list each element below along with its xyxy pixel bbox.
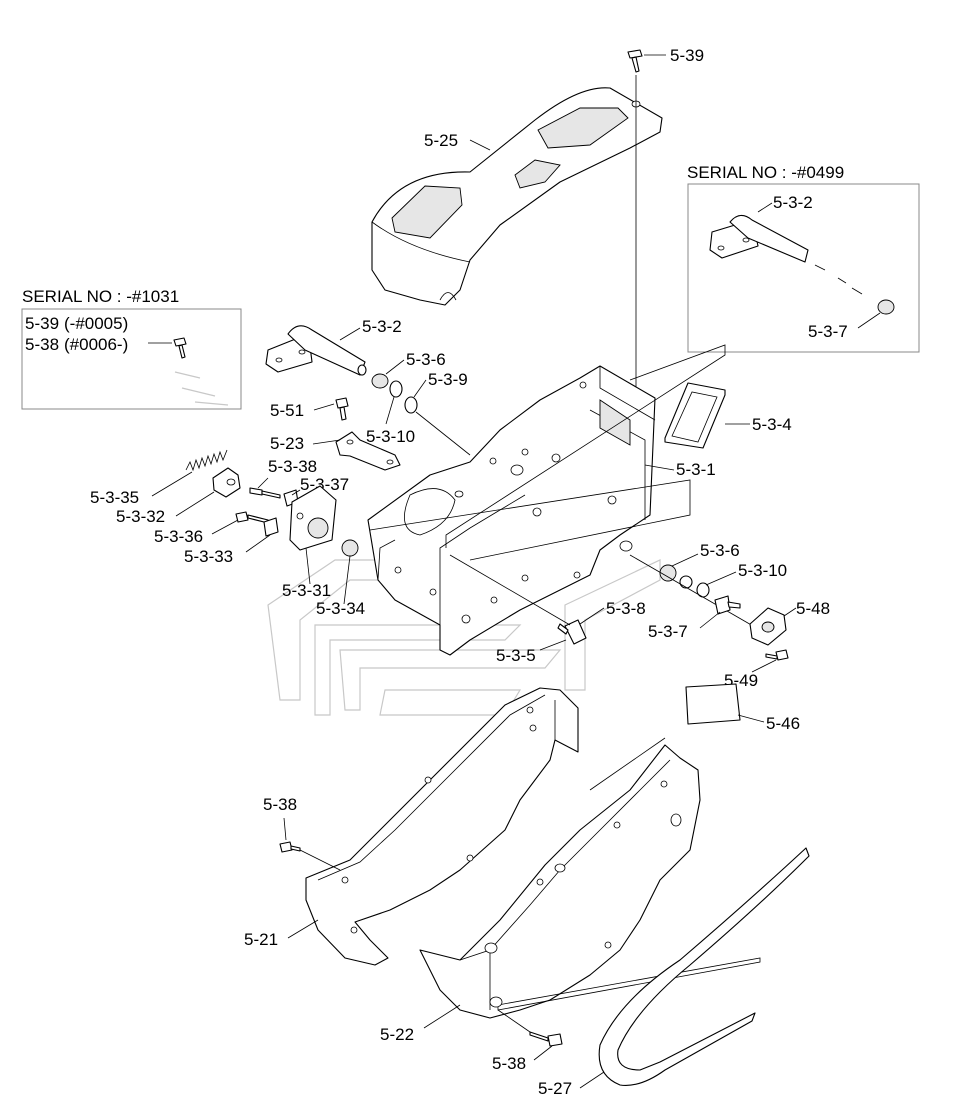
- part-label: 5-3-2: [362, 317, 402, 336]
- plate-5-23: [335, 431, 401, 471]
- side-cover-left: [305, 687, 579, 966]
- part-label: 5-38: [263, 795, 297, 814]
- pin-5-3-38: [249, 487, 281, 499]
- screw-5-38-bottom: [529, 1031, 563, 1047]
- part-label: 5-39: [670, 46, 704, 65]
- pin-bracket: [265, 325, 367, 376]
- part-label: (#0006-): [64, 335, 128, 354]
- bushing-bottom: [659, 564, 710, 598]
- latch-plate: [289, 485, 359, 557]
- pin-bracket-alt: [709, 214, 863, 295]
- part-label: 5-21: [244, 930, 278, 949]
- part-label: (-#0005): [64, 314, 128, 333]
- screw-5-38-left: [279, 841, 301, 853]
- part-label: 5-3-10: [366, 427, 415, 446]
- main-frame: [367, 365, 656, 656]
- part-label: 5-27: [538, 1079, 572, 1098]
- part-label: 5-3-34: [316, 599, 365, 618]
- bolt-5-3-7: [714, 595, 741, 615]
- trim-strip: [598, 847, 810, 1086]
- bolt-5-3-8: [557, 619, 587, 645]
- latch-body: [212, 467, 241, 498]
- part-label: 5-3-35: [90, 488, 139, 507]
- clip-5-3-33: [263, 517, 279, 537]
- part-label: 5-3-6: [406, 350, 446, 369]
- part-label: 5-3-7: [808, 322, 848, 341]
- bushing-alt: [877, 299, 895, 315]
- serial-box-right: SERIAL NO : -#0499 5-3-2 5-3-7: [687, 163, 920, 353]
- console-cover: [371, 87, 663, 306]
- screw-5-39: [627, 49, 666, 73]
- label-console-cover: 5-25: [424, 131, 458, 150]
- watermark-logo: [267, 559, 661, 716]
- part-label: 5-39: [25, 314, 59, 333]
- part-label: 5-3-7: [648, 622, 688, 641]
- serial-box-right-title: SERIAL NO : -#0499: [687, 163, 844, 182]
- part-label: 5-46: [766, 714, 800, 733]
- decal: [685, 683, 741, 725]
- plate-5-48: [749, 607, 787, 646]
- part-label: 5-3-8: [606, 599, 646, 618]
- part-label: 5-3-2: [773, 193, 813, 212]
- part-label: 5-3-6: [700, 541, 740, 560]
- part-label: 5-3-10: [738, 561, 787, 580]
- side-cover-right: [419, 744, 761, 1019]
- part-label: 5-3-37: [300, 475, 349, 494]
- part-label: 5-38: [25, 335, 59, 354]
- bolt-5-3-36: [235, 511, 269, 524]
- part-label: 5-3-31: [282, 581, 331, 600]
- part-label: 5-3-4: [752, 415, 792, 434]
- bushing-top: [371, 373, 418, 414]
- part-label: 5-3-1: [676, 460, 716, 479]
- grommet: [664, 382, 726, 449]
- part-label: 5-38: [492, 1054, 526, 1073]
- part-label: 5-3-32: [116, 507, 165, 526]
- part-label: 5-3-38: [268, 457, 317, 476]
- bolt-5-51: [335, 397, 349, 421]
- part-label: 5-51: [270, 401, 304, 420]
- serial-box-left: SERIAL NO : -#1031 5-39 (-#0005) 5-38 (#…: [21, 287, 242, 410]
- serial-box-left-title: SERIAL NO : -#1031: [22, 287, 179, 306]
- part-label: 5-3-5: [496, 646, 536, 665]
- screw-5-49: [765, 649, 789, 661]
- spring: [185, 449, 228, 472]
- part-label: 5-3-9: [428, 370, 468, 389]
- part-label: 5-3-33: [184, 547, 233, 566]
- part-label: 5-3-36: [154, 527, 203, 546]
- part-label: 5-23: [270, 434, 304, 453]
- part-label: 5-22: [380, 1025, 414, 1044]
- part-label: 5-48: [796, 599, 830, 618]
